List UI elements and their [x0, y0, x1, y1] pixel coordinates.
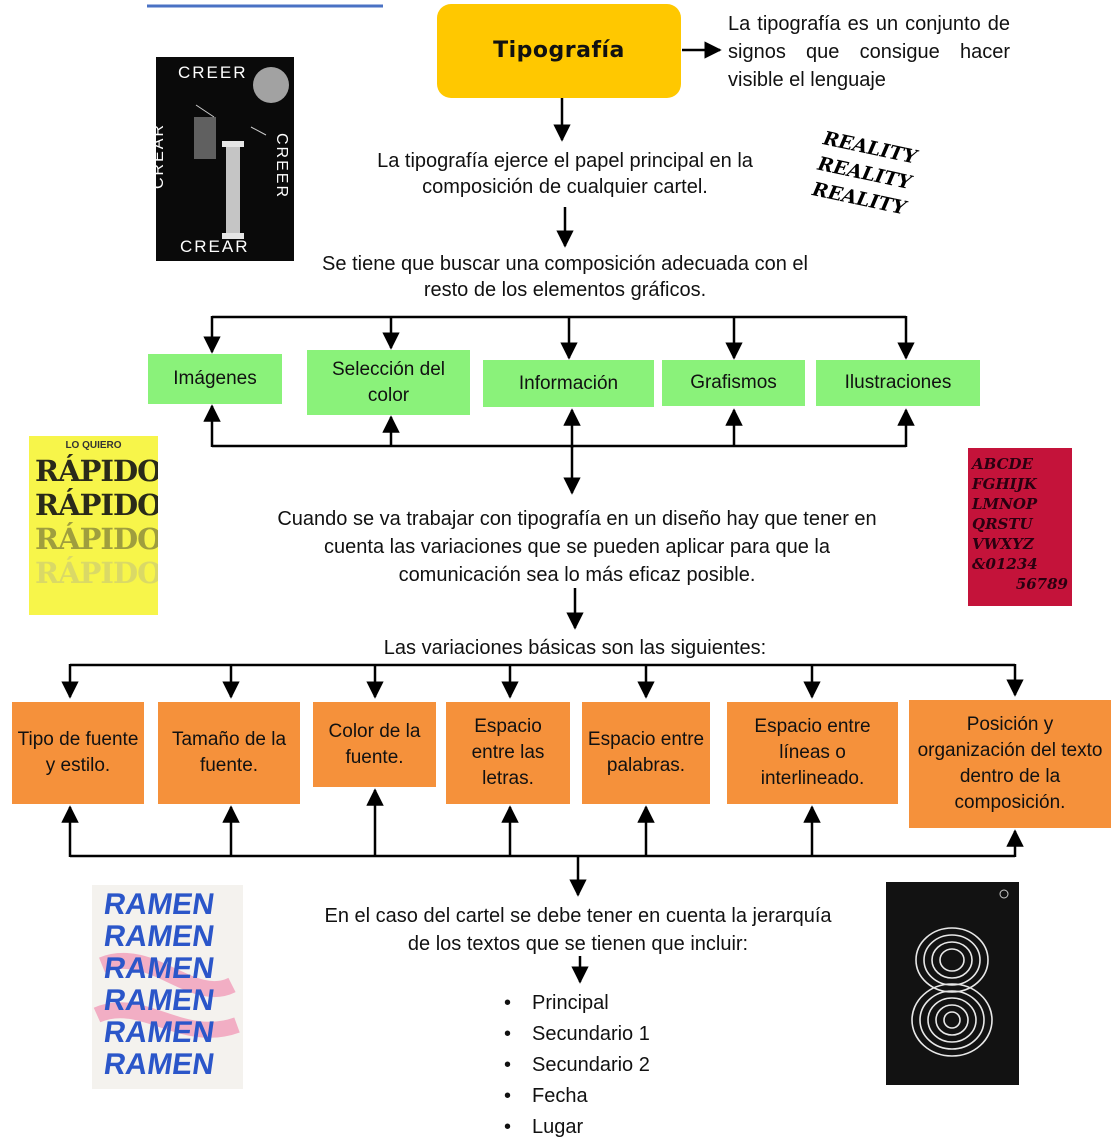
poster-blackletter: ABCDE FGHIJK LMNOP QRSTU VWXYZ &01234 56…: [968, 448, 1072, 606]
poster-ramen-line-6: RAMEN: [101, 1048, 217, 1081]
element-box-ilustraciones: Ilustraciones: [816, 360, 980, 406]
poster-blackletter-row: QRSTU: [972, 515, 1033, 533]
poster-rapido-line-1: RÁPIDO: [35, 454, 158, 488]
poster-blackletter-row: &01234: [972, 555, 1038, 573]
variation-box-text-position: Posición y organización del texto dentro…: [909, 700, 1111, 828]
definition-text: La tipografía es un conjunto de signos q…: [728, 13, 1010, 91]
variation-box-font-color: Color de la fuente.: [313, 702, 436, 787]
poster-ramen-noodles: [93, 952, 240, 1038]
poster-ramen: RAMEN RAMEN RAMEN RAMEN RAMEN RAMEN: [92, 885, 243, 1089]
statement-hierarchy: En el caso del cartel se debe tener en c…: [324, 905, 832, 955]
poster-blackletter-row: LMNOP: [972, 495, 1038, 513]
list-item: Lugar: [500, 1112, 720, 1143]
poster-rapido-header: LO QUIERO: [65, 440, 122, 451]
list-item: Secundario 1: [500, 1019, 720, 1050]
poster-blackletter-row: ABCDE: [972, 455, 1033, 473]
poster-blackletter-row: FGHIJK: [972, 475, 1037, 493]
poster-ramen-line-3: RAMEN: [101, 952, 217, 985]
poster-rapido-line-3: RÁPIDO: [35, 522, 158, 556]
element-box-imagenes: Imágenes: [148, 354, 282, 404]
poster-blackletter-row: 56789: [1015, 575, 1068, 593]
element-box-informacion: Información: [483, 360, 654, 407]
statement-variations: Cuando se va trabajar con tipografía en …: [277, 508, 877, 586]
variation-box-word-spacing: Espacio entre palabras.: [582, 702, 710, 804]
list-item: Fecha: [500, 1081, 720, 1112]
poster-crear-text-bottom: CREAR: [180, 237, 250, 256]
poster-ramen-line-1: RAMEN: [101, 888, 217, 921]
element-box-seleccion-color: Selección del color: [307, 350, 470, 415]
poster-ramen-line-5: RAMEN: [101, 1016, 217, 1049]
poster-rapido-line-2: RÁPIDO: [35, 488, 158, 522]
poster-ramen-line-2: RAMEN: [101, 920, 217, 953]
poster-creer-text-vertical: CREER: [273, 132, 291, 200]
fingerprint-8-icon: [911, 889, 1009, 1057]
poster-creer-crear: CREER CREAR CREER CREAR: [156, 57, 294, 261]
variations-intro: Las variaciones básicas son las siguient…: [383, 637, 767, 659]
poster-crear-text-vertical: CREAR: [156, 122, 168, 190]
poster-creer-art: [194, 67, 289, 239]
title-box: Tipografía: [437, 4, 681, 98]
poster-creer-text-top: CREER: [178, 63, 248, 82]
title-text: Tipografía: [493, 38, 625, 63]
variation-box-line-spacing: Espacio entre líneas o interlineado.: [727, 702, 898, 804]
poster-blackletter-row: VWXYZ: [972, 535, 1034, 553]
poster-rapido-line-4: RÁPIDO: [35, 556, 158, 590]
hierarchy-list: Principal Secundario 1 Secundario 2 Fech…: [500, 988, 720, 1143]
variation-box-font-size: Tamaño de la fuente.: [158, 702, 300, 804]
list-item: Principal: [500, 988, 720, 1019]
statement-composition: Se tiene que buscar una composición adec…: [322, 253, 808, 301]
poster-ramen-line-4: RAMEN: [101, 984, 217, 1017]
statement-principal-role: La tipografía ejerce el papel principal …: [377, 150, 753, 198]
poster-fingerprint: [886, 882, 1019, 1085]
variation-box-font-type: Tipo de fuente y estilo.: [12, 702, 144, 804]
variation-box-letter-spacing: Espacio entre las letras.: [446, 702, 570, 804]
list-item: Secundario 2: [500, 1050, 720, 1081]
element-box-grafismos: Grafismos: [662, 360, 805, 406]
poster-rapido: LO QUIERO RÁPIDO RÁPIDO RÁPIDO RÁPIDO: [29, 436, 158, 615]
